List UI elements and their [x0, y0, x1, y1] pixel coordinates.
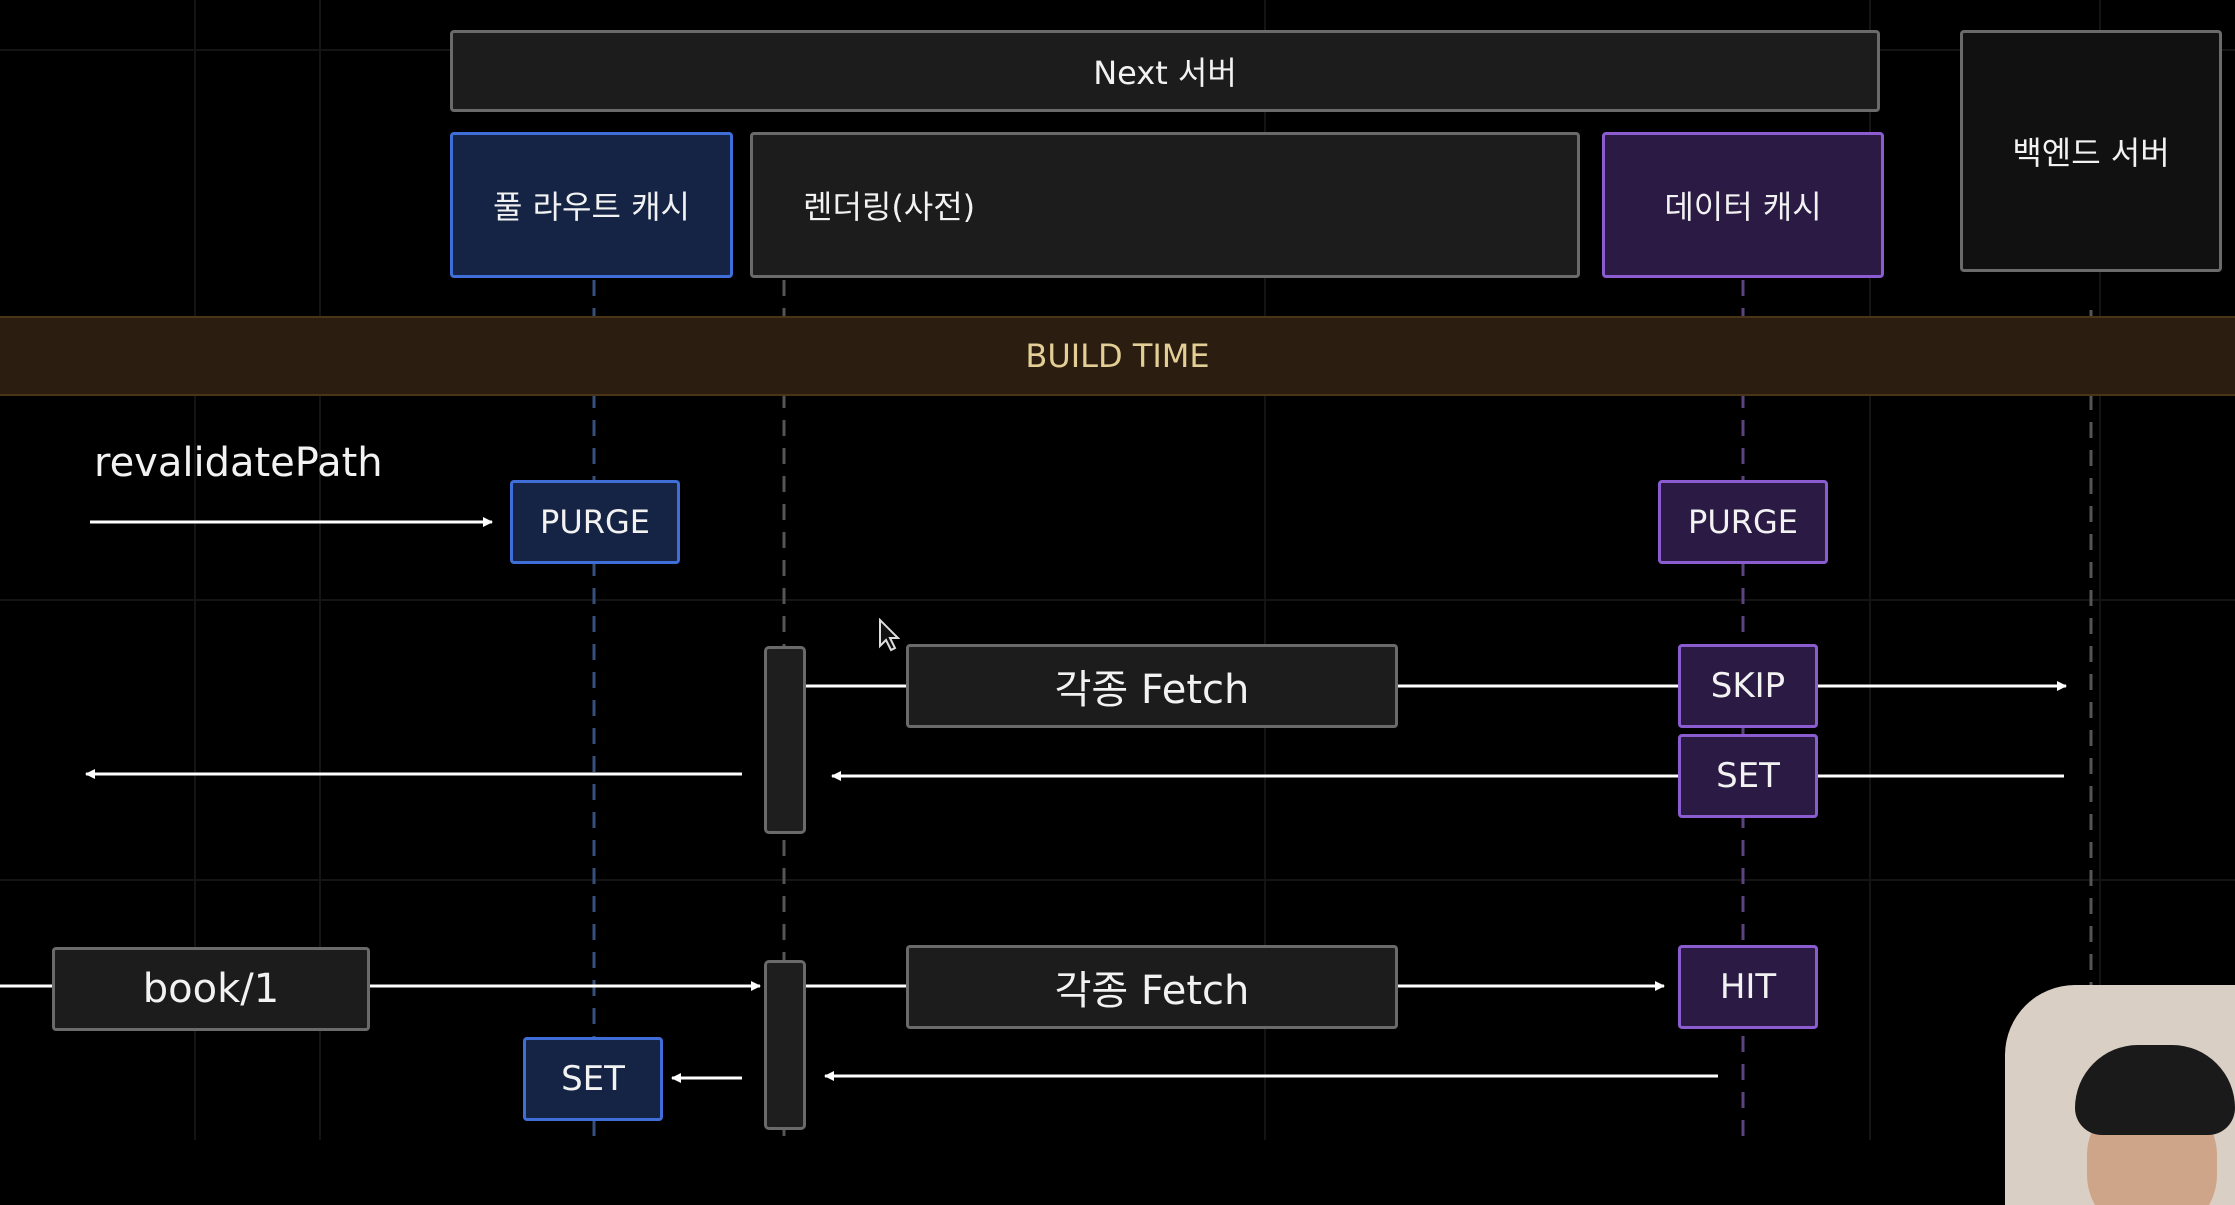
purge-left-label: PURGE: [540, 503, 650, 541]
render-activation-bar-1: [764, 646, 806, 834]
backend-server-box: 백엔드 서버: [1960, 30, 2222, 272]
purge-data-cache: PURGE: [1658, 480, 1828, 564]
set-full-route-cache-label: SET: [561, 1059, 625, 1099]
set-data-cache-label: SET: [1716, 756, 1780, 796]
data-cache-box: 데이터 캐시: [1602, 132, 1884, 278]
data-cache-label: 데이터 캐시: [1664, 188, 1822, 226]
hit-label: HIT: [1719, 967, 1777, 1007]
fetch-box-2: 각종 Fetch: [906, 945, 1398, 1029]
full-route-cache-label: 풀 라우트 캐시: [493, 188, 690, 226]
next-server-label: Next 서버: [1093, 54, 1237, 92]
skip-box: SKIP: [1678, 644, 1818, 728]
build-time-band: BUILD TIME: [0, 316, 2235, 396]
revalidate-path-label: revalidatePath: [94, 440, 383, 486]
hit-box: HIT: [1678, 945, 1818, 1029]
set-full-route-cache-box: SET: [523, 1037, 663, 1121]
purge-right-label: PURGE: [1688, 503, 1798, 541]
fetch-label-2: 각종 Fetch: [1054, 968, 1250, 1014]
rendering-label: 렌더링(사전): [803, 188, 976, 226]
fetch-box-1: 각종 Fetch: [906, 644, 1398, 728]
next-server-box: Next 서버: [450, 30, 1880, 112]
backend-server-label: 백엔드 서버: [2012, 134, 2170, 172]
book-request-label: book/1: [142, 966, 280, 1012]
full-route-cache-box: 풀 라우트 캐시: [450, 132, 733, 278]
skip-label: SKIP: [1710, 666, 1786, 706]
build-time-label: BUILD TIME: [1025, 337, 1210, 375]
rendering-box: 렌더링(사전): [750, 132, 1580, 278]
mouse-cursor-icon: [879, 618, 900, 652]
purge-full-route-cache: PURGE: [510, 480, 680, 564]
render-activation-bar-2: [764, 960, 806, 1130]
set-data-cache-box: SET: [1678, 734, 1818, 818]
presenter-webcam: [2005, 985, 2235, 1205]
book-request-box: book/1: [52, 947, 370, 1031]
presenter-hair: [2075, 1045, 2235, 1135]
fetch-label-1: 각종 Fetch: [1054, 667, 1250, 713]
